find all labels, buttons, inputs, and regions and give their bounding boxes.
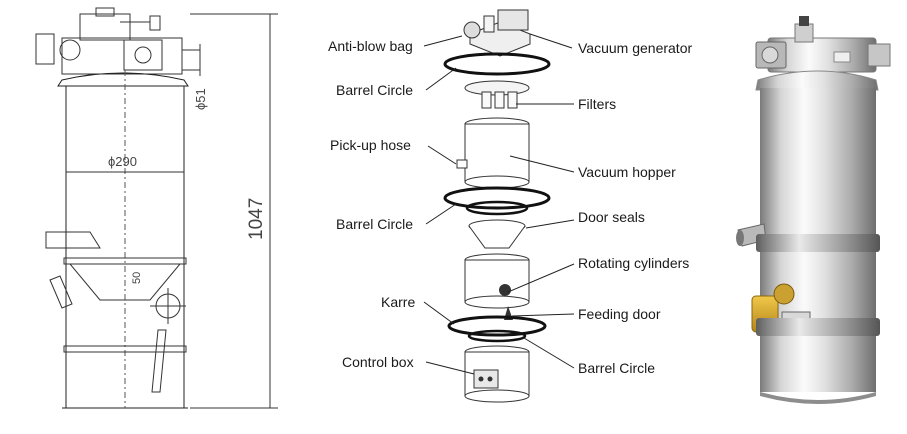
vacuum-hopper-part	[456, 117, 530, 189]
label-barrel-circle-1: Barrel Circle	[336, 82, 413, 98]
bottom-barrel-part	[464, 345, 530, 403]
label-control-box: Control box	[342, 354, 414, 370]
label-vacuum-generator: Vacuum generator	[578, 40, 692, 56]
label-pickup-hose: Pick-up hose	[330, 137, 411, 153]
vacuum-generator-drawing	[35, 7, 201, 76]
rotating-cylinder-part	[464, 253, 530, 320]
vacuum-generator-render	[755, 16, 891, 73]
diameter-dimension: ϕ290	[108, 154, 137, 169]
vacuum-generator-part	[463, 9, 531, 57]
label-rotating-cylinders: Rotating cylinders	[578, 255, 689, 271]
label-filters: Filters	[578, 96, 616, 112]
height-dimension: 1047	[246, 198, 267, 240]
filters-part	[464, 80, 530, 109]
label-barrel-circle-2: Barrel Circle	[336, 216, 413, 232]
label-feeding-door: Feeding door	[578, 306, 661, 322]
technical-drawing: ϕ290 ϕ51 1047 50	[35, 7, 278, 409]
label-karre: Karre	[381, 294, 415, 310]
pipe-dimension: ϕ51	[193, 88, 208, 110]
label-anti-blow-bag: Anti-blow bag	[328, 38, 413, 54]
leader-lines	[423, 33, 575, 375]
product-photo	[736, 16, 891, 404]
cone-part	[468, 219, 526, 249]
exploded-view: Anti-blow bag Barrel Circle Pick-up hose…	[328, 9, 692, 403]
label-barrel-circle-3: Barrel Circle	[578, 360, 655, 376]
lower-dimension: 50	[131, 272, 143, 284]
label-vacuum-hopper: Vacuum hopper	[578, 164, 676, 180]
label-door-seals: Door seals	[578, 209, 645, 225]
